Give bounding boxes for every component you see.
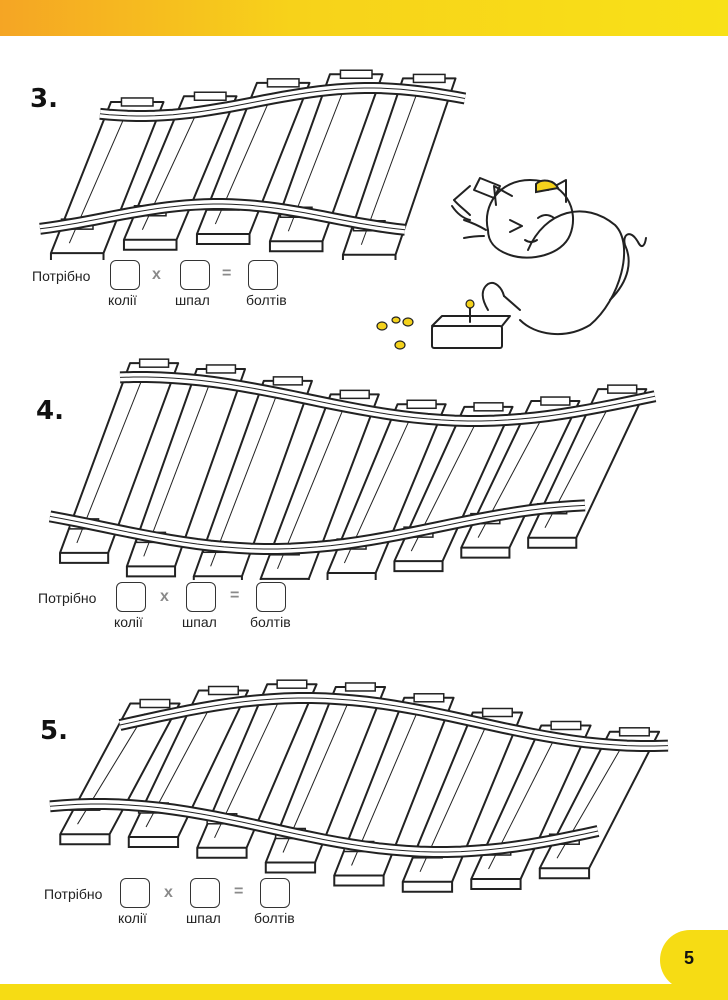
- multiply-sign: x: [160, 588, 169, 605]
- sleepers-answer-box[interactable]: [186, 582, 216, 612]
- rails-caption: колії: [118, 910, 147, 926]
- near-rail: [48, 499, 586, 555]
- bolts-answer-box[interactable]: [248, 260, 278, 290]
- bolts-answer-box[interactable]: [256, 582, 286, 612]
- top-decor-stripe: [0, 0, 728, 36]
- sleepers-caption: шпал: [182, 614, 217, 630]
- rails-answer-box[interactable]: [116, 582, 146, 612]
- rails-caption: колії: [108, 292, 137, 308]
- sleeper: [527, 384, 648, 549]
- bolts-answer-box[interactable]: [260, 878, 290, 908]
- formula-lead: Потрібно: [38, 590, 97, 606]
- far-rail: [99, 82, 467, 122]
- exercise-4-railway-track: [48, 358, 657, 580]
- exercise-3-railway-track: [39, 69, 467, 260]
- far-rail: [118, 692, 669, 752]
- sleepers-answer-box[interactable]: [190, 878, 220, 908]
- rails-answer-box[interactable]: [120, 878, 150, 908]
- near-rail: [49, 798, 600, 858]
- exercise-3-number: 3.: [30, 84, 58, 114]
- bolts-caption: болтів: [250, 614, 291, 630]
- far-rail: [119, 371, 657, 427]
- near-rail: [39, 198, 406, 236]
- equals-sign: =: [222, 265, 232, 282]
- exercise-5-railway-track: [49, 679, 669, 893]
- sleepers-caption: шпал: [186, 910, 221, 926]
- exercise-5-number: 5.: [40, 716, 68, 746]
- multiply-sign: x: [152, 266, 161, 283]
- rails-caption: колії: [114, 614, 143, 630]
- page-number: 5: [684, 948, 695, 968]
- page-number-badge: [660, 930, 728, 990]
- formula-lead: Потрібно: [32, 268, 91, 284]
- equals-sign: =: [230, 587, 240, 604]
- equals-sign: =: [234, 883, 244, 900]
- cat-with-hammer-icon: [376, 177, 647, 350]
- bolts-caption: болтів: [246, 292, 287, 308]
- rails-answer-box[interactable]: [110, 260, 140, 290]
- formula-lead: Потрібно: [44, 886, 103, 902]
- bolts-caption: болтів: [254, 910, 295, 926]
- sleeper: [259, 389, 380, 580]
- exercise-4-number: 4.: [36, 396, 64, 426]
- bottom-decor-stripe: [0, 984, 728, 1000]
- sleepers-answer-box[interactable]: [180, 260, 210, 290]
- sleepers-caption: шпал: [175, 292, 210, 308]
- multiply-sign: x: [164, 884, 173, 901]
